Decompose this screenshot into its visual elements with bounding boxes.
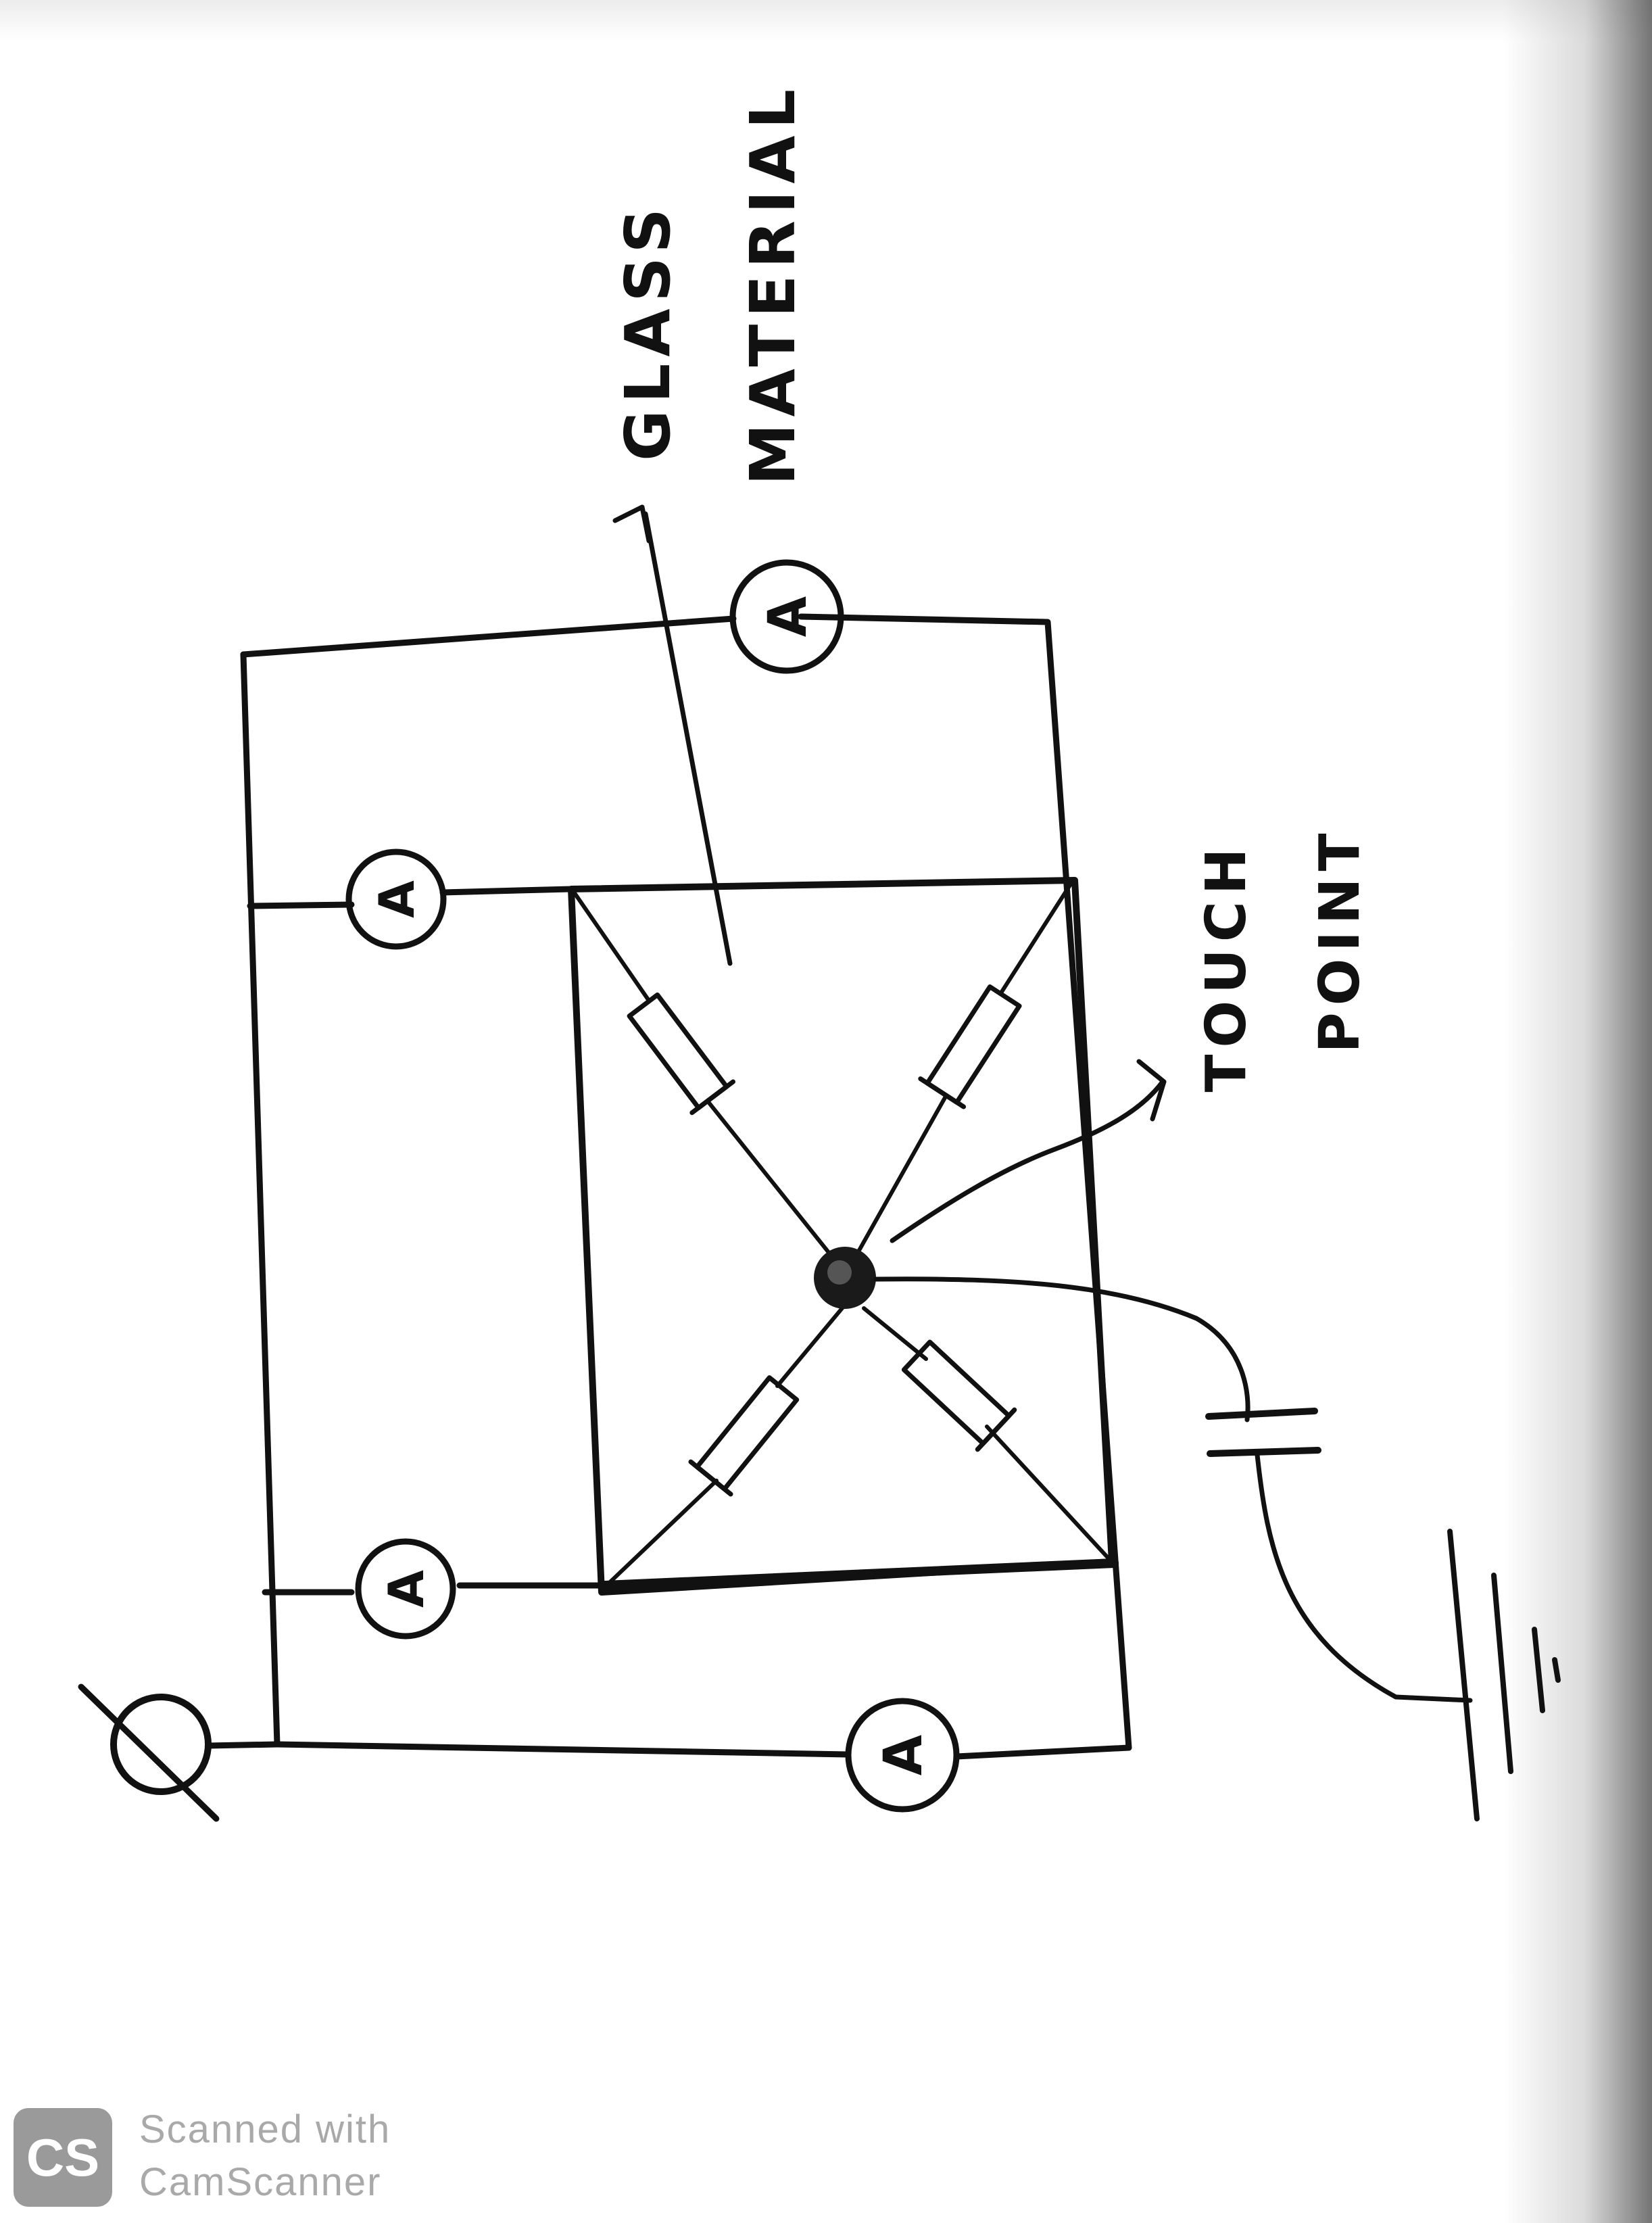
glass-panel xyxy=(568,877,1119,1596)
panel-diagonals xyxy=(571,881,1111,1591)
svg-text:A: A xyxy=(873,1735,934,1775)
inner-feed-wires xyxy=(247,886,605,1596)
resistors xyxy=(627,984,1022,1497)
touch-point-dot xyxy=(814,1247,876,1309)
watermark-line-2: CamScanner xyxy=(139,2160,382,2204)
glass-pointer-arrow xyxy=(612,504,733,966)
resistor-top-right xyxy=(918,984,1022,1109)
label-touch: TOUCH xyxy=(1194,841,1259,1092)
scan-top-shadow xyxy=(0,0,1652,41)
label-point: POINT xyxy=(1308,827,1372,1053)
ground-symbol xyxy=(1447,1529,1561,1821)
ammeter-bottom-right: A xyxy=(845,1698,960,1813)
resistor-bottom-left xyxy=(688,1375,800,1497)
capacitor-branch xyxy=(873,1276,1473,1703)
label-material: MATERIAL xyxy=(737,82,809,485)
source-symbol xyxy=(78,1683,281,1822)
svg-text:A: A xyxy=(378,1570,435,1608)
ammeter-bottom-left: A xyxy=(355,1538,456,1640)
resistor-bottom-right xyxy=(901,1339,1017,1452)
ammeter-top-left: A xyxy=(345,848,447,950)
resistor-top-left xyxy=(627,992,736,1116)
svg-text:A: A xyxy=(758,596,819,637)
label-glass: GLASS xyxy=(612,201,684,461)
scan-edge-shadow xyxy=(1503,0,1652,2223)
touch-pointer-arrow xyxy=(890,1059,1167,1243)
camscanner-logo-icon: CS xyxy=(14,2108,112,2207)
watermark-line-1: Scanned with xyxy=(139,2107,391,2151)
camscanner-watermark: CS Scanned with CamScanner xyxy=(14,2103,446,2211)
ammeter-top-right: A xyxy=(729,559,844,674)
camscanner-logo-text: CS xyxy=(26,2128,100,2187)
svg-text:A: A xyxy=(368,880,425,918)
